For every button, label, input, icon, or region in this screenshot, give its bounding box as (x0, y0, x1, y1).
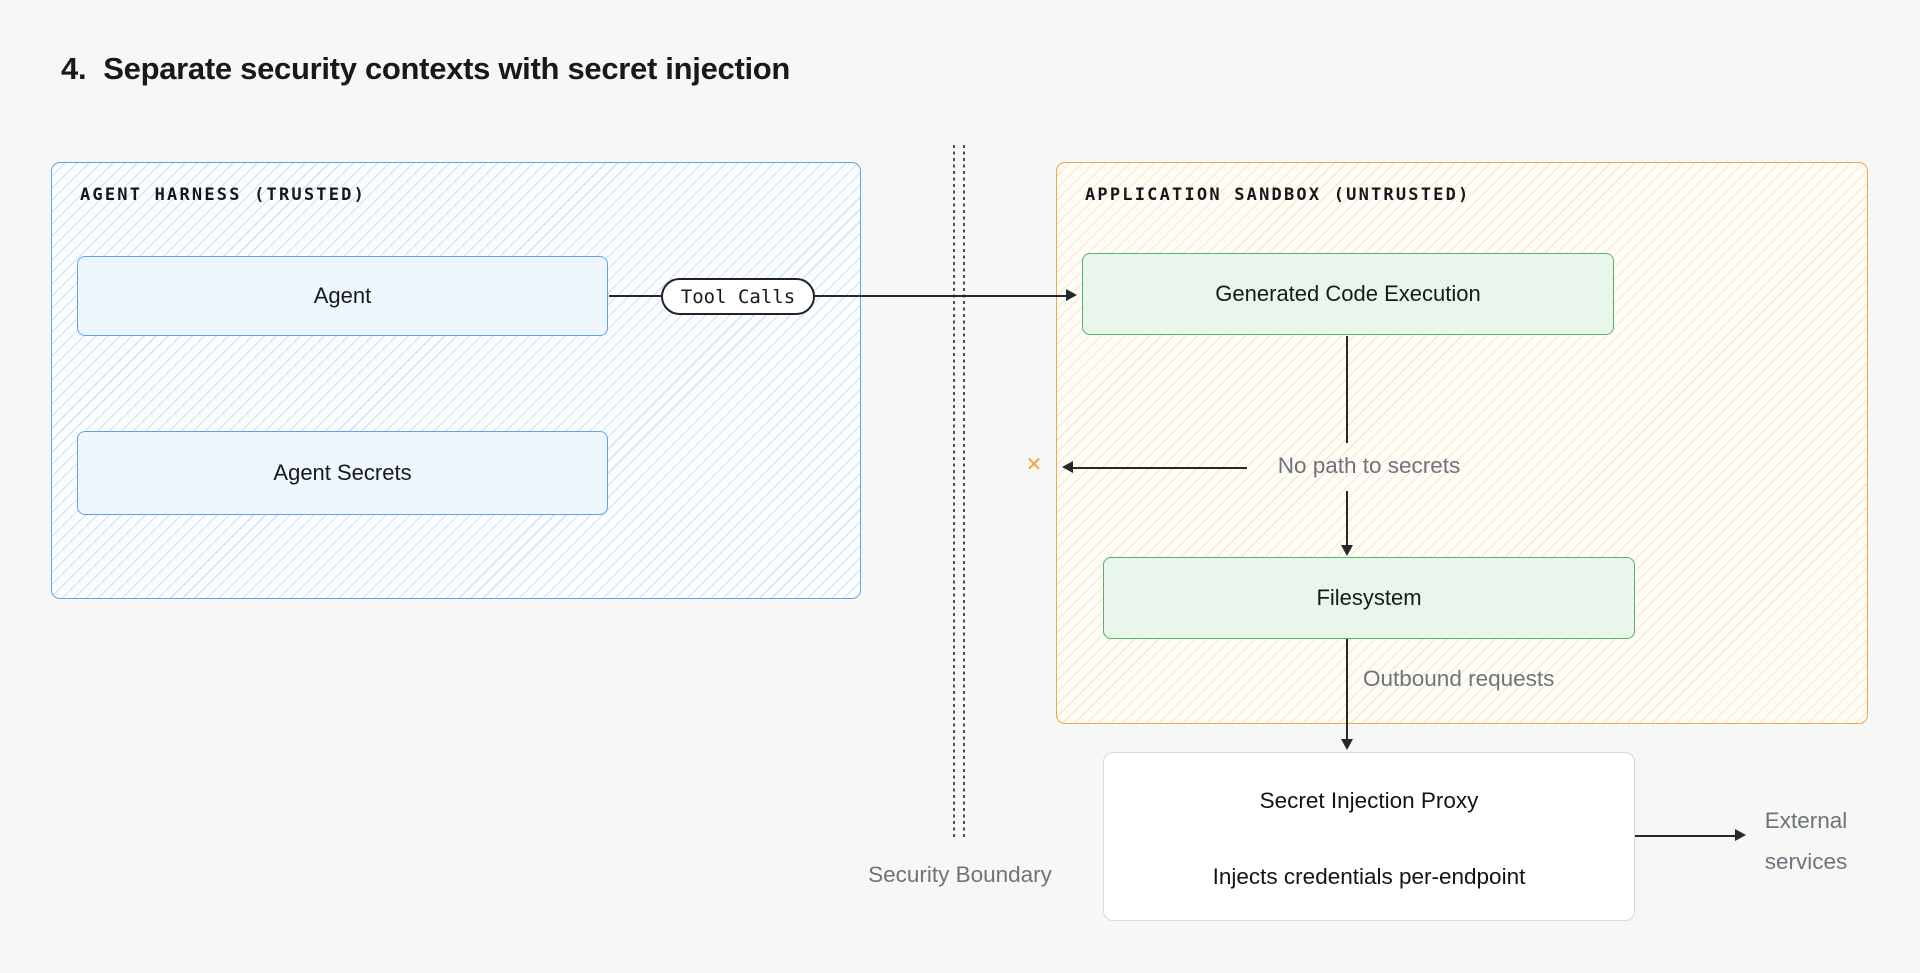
arrow-execution-to-filesystem (1346, 491, 1348, 545)
untrusted-zone: APPLICATION SANDBOX (UNTRUSTED) (1056, 162, 1868, 724)
external-services-line2: services (1764, 849, 1848, 874)
security-boundary-line (963, 145, 965, 839)
arrow-head-down-icon (1341, 739, 1353, 750)
external-services-label: External services (1750, 800, 1862, 882)
arrow-head-right-icon (1066, 289, 1077, 301)
arrow-agent-to-execution (609, 295, 1066, 297)
title-number: 4. (61, 51, 87, 86)
proxy-subtitle: Injects credentials per-endpoint (1212, 864, 1526, 889)
security-boundary-line (953, 145, 955, 839)
generated-code-execution-node: Generated Code Execution (1082, 253, 1614, 335)
outbound-requests-label: Outbound requests (1363, 666, 1555, 691)
arrow-execution-to-filesystem (1346, 336, 1348, 443)
arrow-filesystem-to-proxy (1346, 639, 1348, 739)
trusted-zone: AGENT HARNESS (TRUSTED) (51, 162, 861, 599)
agent-node: Agent (77, 256, 608, 336)
arrow-blocked-path (1073, 467, 1247, 469)
title-text: Separate security contexts with secret i… (103, 51, 791, 86)
security-boundary-label: Security Boundary (868, 862, 1052, 887)
arrow-head-right-icon (1735, 829, 1746, 841)
blocked-x-icon: ✕ (1025, 454, 1043, 476)
trusted-zone-header: AGENT HARNESS (TRUSTED) (80, 185, 367, 205)
arrow-head-left-icon (1062, 461, 1073, 473)
filesystem-node: Filesystem (1103, 557, 1635, 639)
tool-calls-pill: Tool Calls (661, 278, 815, 315)
arrow-proxy-to-external (1635, 835, 1735, 837)
untrusted-zone-header: APPLICATION SANDBOX (UNTRUSTED) (1085, 185, 1471, 205)
secret-injection-proxy-node: Secret Injection Proxy Injects credentia… (1103, 752, 1635, 921)
page-title: 4. Separate security contexts with secre… (61, 51, 790, 87)
proxy-title: Secret Injection Proxy (1259, 788, 1479, 813)
arrow-head-down-icon (1341, 545, 1353, 556)
no-path-to-secrets-label: No path to secrets (1277, 453, 1461, 478)
agent-secrets-node: Agent Secrets (77, 431, 608, 515)
external-services-line1: External (1764, 808, 1848, 833)
